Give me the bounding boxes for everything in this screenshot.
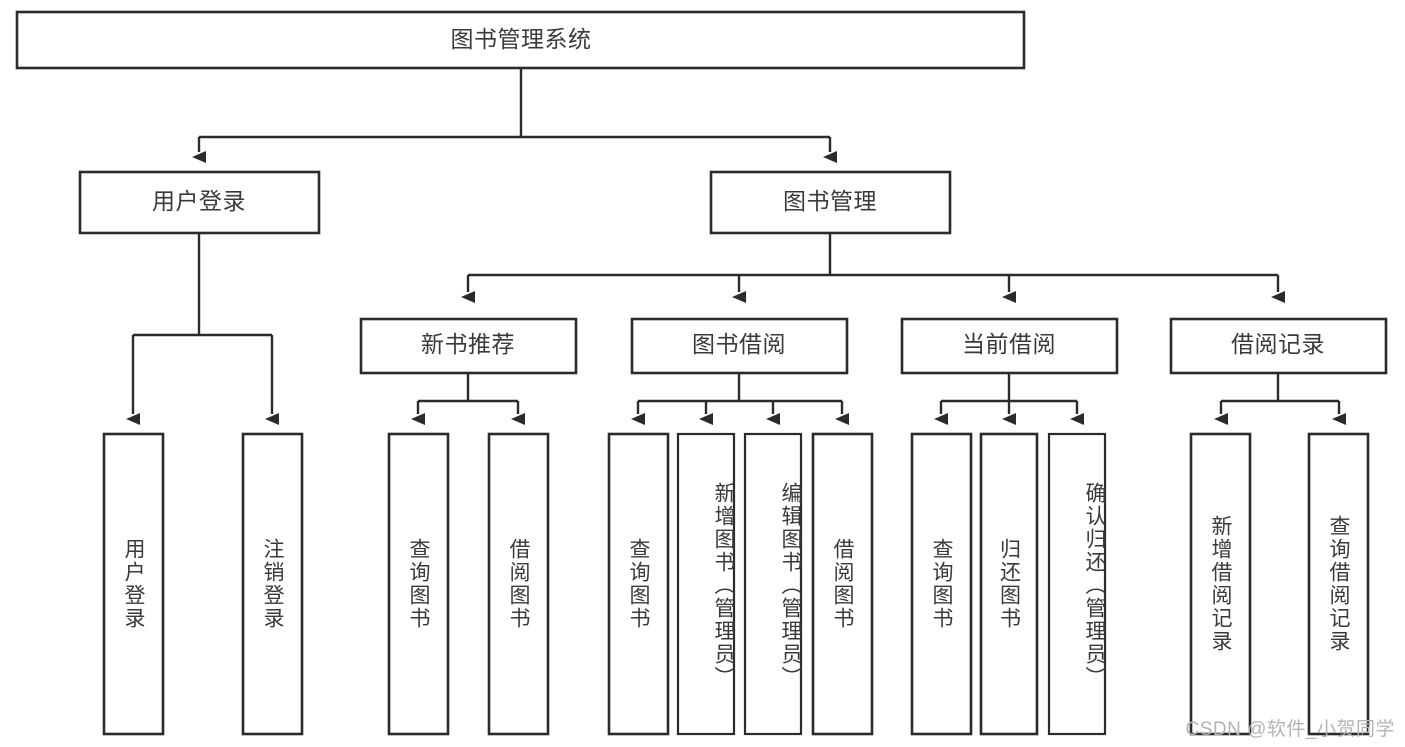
- node-new-book-recommend-box[interactable]: [359, 317, 578, 375]
- node-user-login-box[interactable]: [78, 170, 321, 235]
- csdn-watermark: CSDN @软件_小贺同学: [1185, 719, 1395, 740]
- node-book-borrow-box[interactable]: [630, 317, 849, 375]
- node-leaf-query-book-1-box[interactable]: [387, 432, 450, 736]
- node-user-login-label: 用户登录: [152, 188, 246, 214]
- node-leaf-edit-book-box[interactable]: [743, 432, 803, 736]
- node-leaf-add-record-box[interactable]: [1189, 432, 1252, 736]
- node-borrow-record-label: 借阅记录: [1231, 331, 1325, 357]
- connector-userlogin-to-leaves: [126, 233, 279, 425]
- connector-newbook-to-leaves: [411, 373, 525, 425]
- node-book-management-box[interactable]: [709, 170, 952, 235]
- node-leaf-query-book-3-box[interactable]: [910, 432, 973, 736]
- node-leaf-borrow-book-1-box[interactable]: [487, 432, 550, 736]
- node-book-management-label: 图书管理: [783, 188, 877, 214]
- node-new-book-recommend-label: 新书推荐: [421, 331, 515, 357]
- node-root-label: 图书管理系统: [451, 26, 592, 52]
- connector-root-to-level1: [192, 68, 837, 163]
- connector-bookborrow-to-leaves: [631, 373, 849, 425]
- connector-currentborrow-to-leaves: [934, 373, 1084, 425]
- connector-borrowrecord-to-leaves: [1214, 373, 1346, 425]
- node-leaf-user-login-box[interactable]: [102, 432, 165, 736]
- node-leaf-borrow-book-2-box[interactable]: [811, 432, 874, 736]
- node-leaf-return-book-box[interactable]: [979, 432, 1039, 736]
- node-root-box[interactable]: [15, 10, 1026, 70]
- node-current-borrow-box[interactable]: [900, 317, 1119, 375]
- node-leaf-confirm-return-box[interactable]: [1047, 432, 1107, 736]
- node-book-borrow-label: 图书借阅: [692, 331, 786, 357]
- node-leaf-logout-box[interactable]: [241, 432, 304, 736]
- connector-bookmgmt-to-level2: [461, 233, 1285, 303]
- node-leaf-add-book-box[interactable]: [676, 432, 736, 736]
- node-leaf-query-book-2-box[interactable]: [607, 432, 670, 736]
- node-borrow-record-box[interactable]: [1169, 317, 1388, 375]
- node-leaf-query-record-box[interactable]: [1307, 432, 1370, 736]
- node-current-borrow-label: 当前借阅: [962, 331, 1056, 357]
